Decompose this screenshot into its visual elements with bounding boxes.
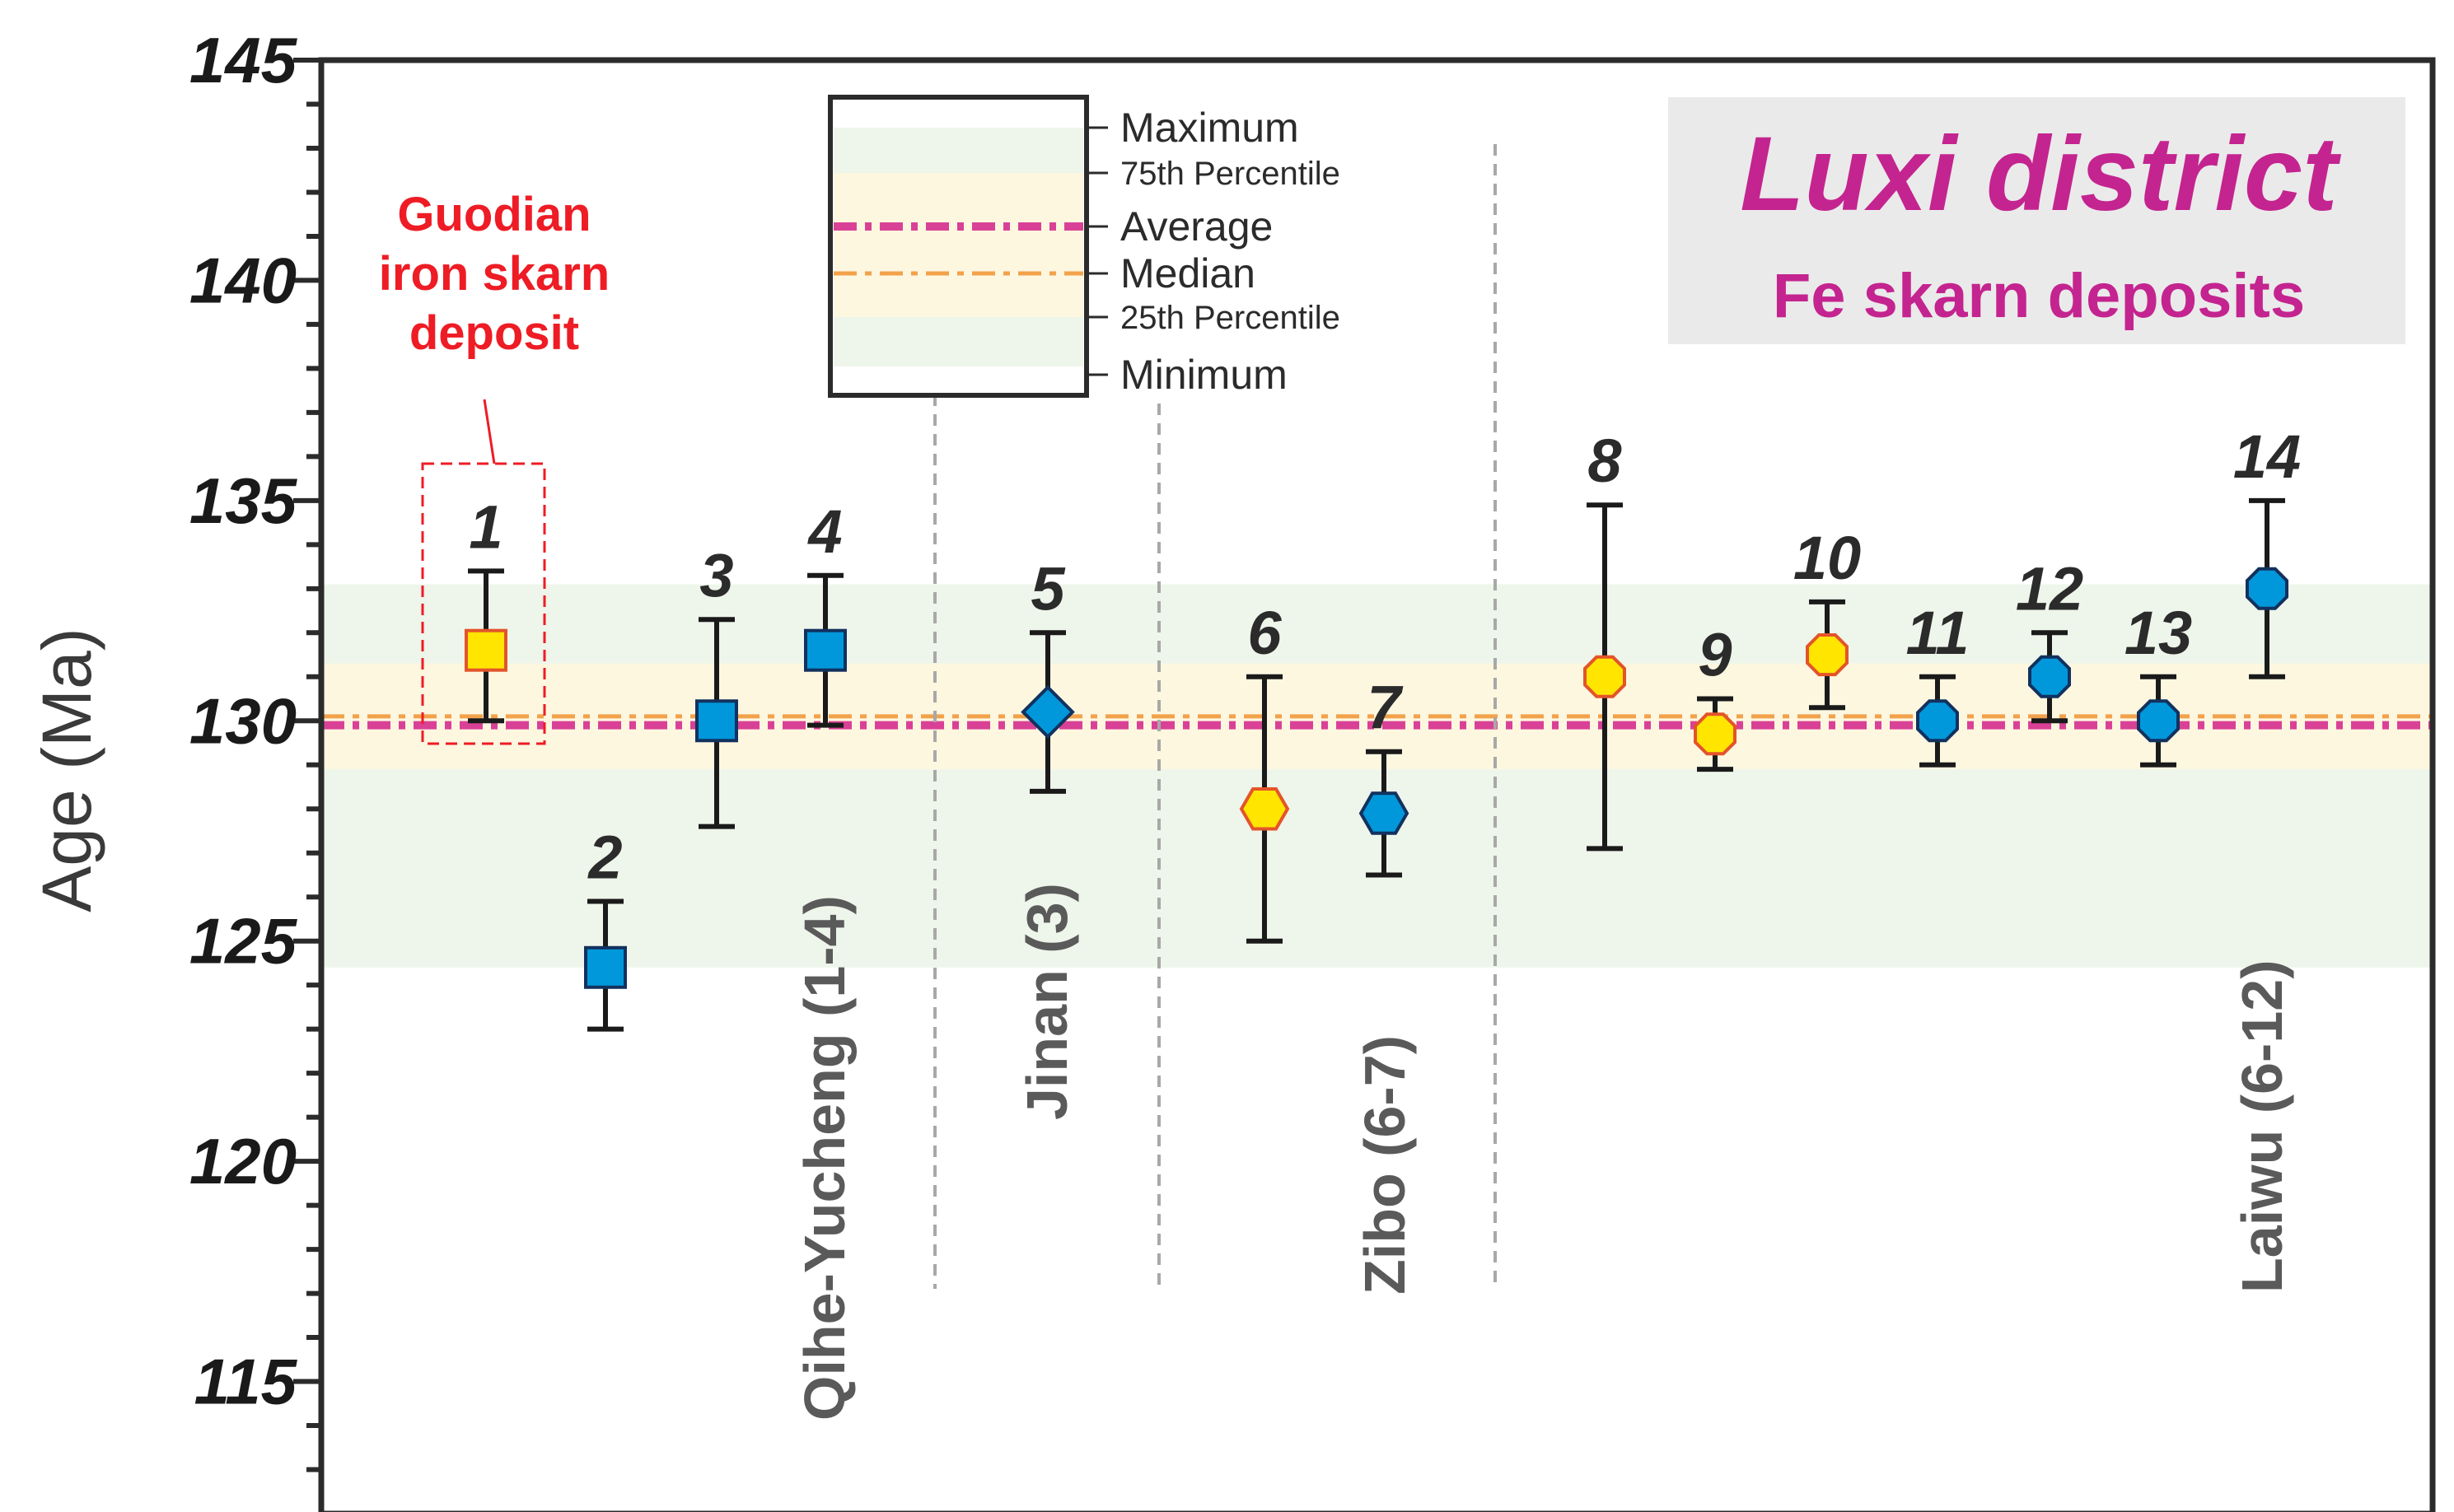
y-tick-label: 115 [194,1346,298,1418]
group-label-qihe: Qihe-Yucheng (1-4) [792,895,857,1421]
point-number-label: 12 [2016,554,2083,623]
y-tick-label: 130 [189,684,297,757]
data-point-group: 10 [1793,524,1861,711]
data-marker-octagon [1583,655,1626,698]
group-label-laiwu: Laiwu (6-12) [2230,959,2294,1293]
legend-label-max: Maximum [1120,105,1299,151]
data-marker-octagon [2246,567,2288,610]
data-marker-square [584,945,627,989]
data-marker-octagon [2137,699,2180,743]
legend-connectors [1087,126,1108,376]
data-marker-octagon [1694,712,1736,756]
legend-label-avg: Average [1120,203,1273,250]
callout-box [421,462,546,745]
callout-line-2: iron skarn [379,247,610,301]
legend-label-p75: 75th Percentile [1120,156,1340,192]
y-tick-label: 140 [189,244,297,316]
point-number-label: 1 [469,492,502,561]
point-number-label: 5 [1031,554,1066,623]
point-number-label: 2 [587,824,622,892]
point-number-label: 8 [1587,427,1622,495]
point-number-label: 7 [1367,674,1404,742]
y-tick-label: 125 [189,905,298,978]
title-background [1668,97,2405,344]
percentile-bands [321,584,2433,968]
data-marker-octagon [2028,655,2071,698]
data-marker-octagon [1916,699,1959,743]
title-block: Luxi district Fe skarn deposits [1668,97,2405,344]
y-axis-label: Age (Ma) [28,628,105,912]
point-number-label: 6 [1247,599,1282,667]
point-number-label: 10 [1793,524,1861,592]
data-point-group: 9 [1694,621,1736,772]
data-point-group: 6 [1239,599,1290,944]
data-marker-octagon [1806,633,1849,677]
legend-label-med: Median [1120,250,1255,296]
band-min-max [321,584,2433,968]
data-marker-hexagon [1358,791,1409,835]
data-point-group: 2 [584,824,627,1032]
callout-leader [483,399,496,464]
data-marker-square [804,628,847,672]
data-marker-square [465,628,507,672]
group-label-jinan: Jinan (3) [1015,883,1079,1120]
chart-title: Luxi district [1740,115,2341,233]
legend-label-min: Minimum [1120,352,1288,398]
y-axis-ticks: 115 120 125 130 135 140 145 [189,24,321,1472]
data-point-group: 8 [1583,427,1626,852]
data-point-group: 4 [804,497,847,728]
group-separators [933,144,1497,1289]
data-point-group: 1 [465,492,507,724]
y-tick-label: 145 [189,24,298,96]
point-number-label: 3 [699,541,733,609]
legend-band-inner [834,173,1083,317]
group-label-zibo: Zibo (6-7) [1353,1035,1417,1295]
point-number-label: 13 [2124,599,2192,667]
data-marker-hexagon [1239,787,1290,831]
legend-label-p25: 25th Percentile [1120,300,1340,336]
data-point-group: 5 [1021,554,1075,794]
data-point-group: 12 [2016,554,2083,724]
point-number-label: 11 [1906,599,1970,667]
y-tick-label: 120 [189,1125,297,1197]
callout-line-3: deposit [409,306,579,360]
chart-subtitle: Fe skarn deposits [1773,261,2305,331]
group-labels: Qihe-Yucheng (1-4) Jinan (3) Zibo (6-7) … [792,883,2294,1421]
y-tick-label: 135 [189,464,298,537]
point-number-label: 9 [1698,621,1732,689]
data-point-group: 13 [2124,599,2192,768]
point-number-label: 4 [806,497,842,566]
plot-frame [318,57,2436,1512]
data-marker-diamond [1021,684,1075,740]
point-number-label: 14 [2233,422,2301,491]
data-marker-square [695,699,738,743]
guodian-callout: Guodian iron skarn deposit [379,188,610,745]
legend: Maximum 75th Percentile Average Median 2… [828,95,1340,398]
data-point-group: 11 [1906,599,1970,768]
data-point-group: 7 [1358,674,1409,878]
data-point-group: 3 [695,541,738,829]
callout-line-1: Guodian [397,188,591,241]
data-point-group: 14 [2233,422,2301,679]
